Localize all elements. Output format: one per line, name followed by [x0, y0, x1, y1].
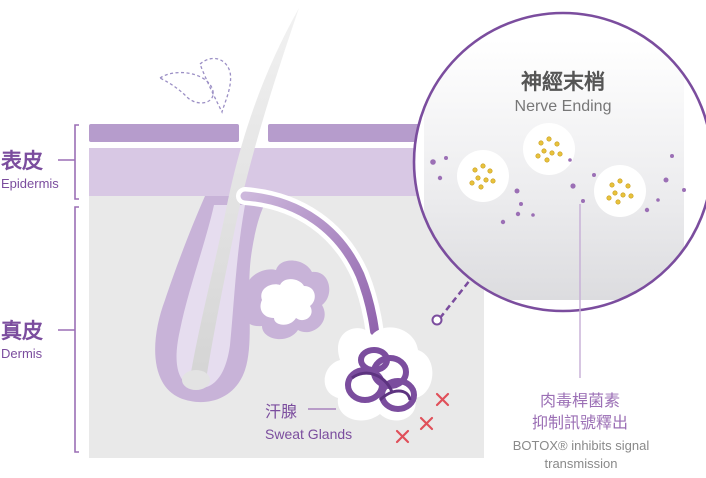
botox-label-zh-2: 抑制訊號釋出	[531, 415, 628, 432]
nerve-ending-magnifier	[412, 11, 706, 313]
nerve-ending-label-en: Nerve Ending	[514, 98, 612, 115]
hair-bulb	[182, 370, 210, 390]
cross-mark-icon	[395, 392, 450, 444]
botox-label-en-2: transmission	[544, 456, 618, 471]
epidermis-label-en: Epidermis	[1, 176, 59, 191]
vesicle	[457, 123, 646, 217]
hair-shaft	[190, 8, 299, 380]
dermis-label-zh: 真皮	[1, 320, 43, 343]
pointer-line	[439, 279, 471, 319]
epidermis-label-zh: 表皮	[1, 150, 43, 173]
botox-label-zh-1: 肉毒桿菌素	[539, 393, 620, 410]
sweat-glands-label-zh: 汗腺	[265, 404, 298, 421]
dermis-label-en: Dermis	[1, 346, 43, 361]
sweat-gland	[324, 327, 433, 421]
water-drop-icon	[158, 57, 232, 114]
sebaceous-gland	[243, 260, 330, 340]
layer-brackets	[58, 124, 79, 453]
botox-label-en-1: BOTOX® inhibits signal	[512, 438, 650, 453]
nerve-ending-label-zh: 神經末梢	[521, 71, 605, 94]
neurotransmitter-dots	[430, 154, 686, 225]
stratum-corneum	[89, 124, 239, 142]
sweat-glands-label-en: Sweat Glands	[265, 426, 353, 442]
